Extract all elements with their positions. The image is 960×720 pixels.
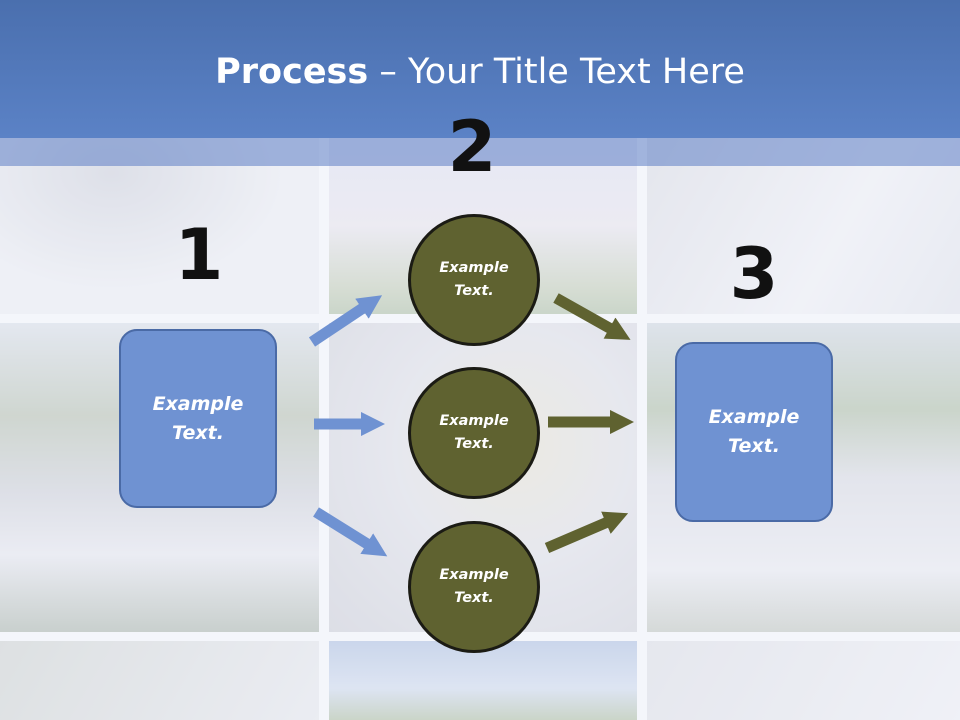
title-dash: – [368,52,408,92]
arrow-box1-to-circle-bottom [313,507,388,557]
photo-tile-bottom-left [0,641,319,720]
circle-top-line2: Text. [454,283,494,299]
circle-bottom-line2: Text. [454,590,494,606]
step-1-box-line2: Text. [172,421,224,444]
step-3-box-line2: Text. [728,435,780,457]
step-3-box-line1: Example [708,406,800,428]
arrow-circle-bottom-to-box3 [544,511,629,554]
step-1-box-line1: Example [152,392,244,415]
arrow-circle-top-to-box3 [553,293,631,340]
arrow-box1-to-circle-top [308,295,383,347]
photo-tile-bottom-center [329,641,637,720]
circle-top-line1: Example [439,260,509,276]
slide-title: Process – Your Title Text Here [0,52,960,92]
title-bar [0,0,960,138]
title-rest: Your Title Text Here [407,52,745,92]
step-number-3: 3 [729,233,779,315]
circle-bottom-line1: Example [439,567,509,583]
step-number-2: 2 [447,106,497,188]
photo-tile-top-left [0,138,319,314]
title-bold: Process [215,52,369,92]
grid-gutter [637,138,647,720]
title-bar-band [0,138,960,166]
circle-middle-line1: Example [439,413,509,429]
photo-tile-bottom-right [647,641,960,720]
circle-middle-line2: Text. [454,436,494,452]
step-number-1: 1 [174,214,224,296]
photo-tile-top-right [647,138,960,314]
